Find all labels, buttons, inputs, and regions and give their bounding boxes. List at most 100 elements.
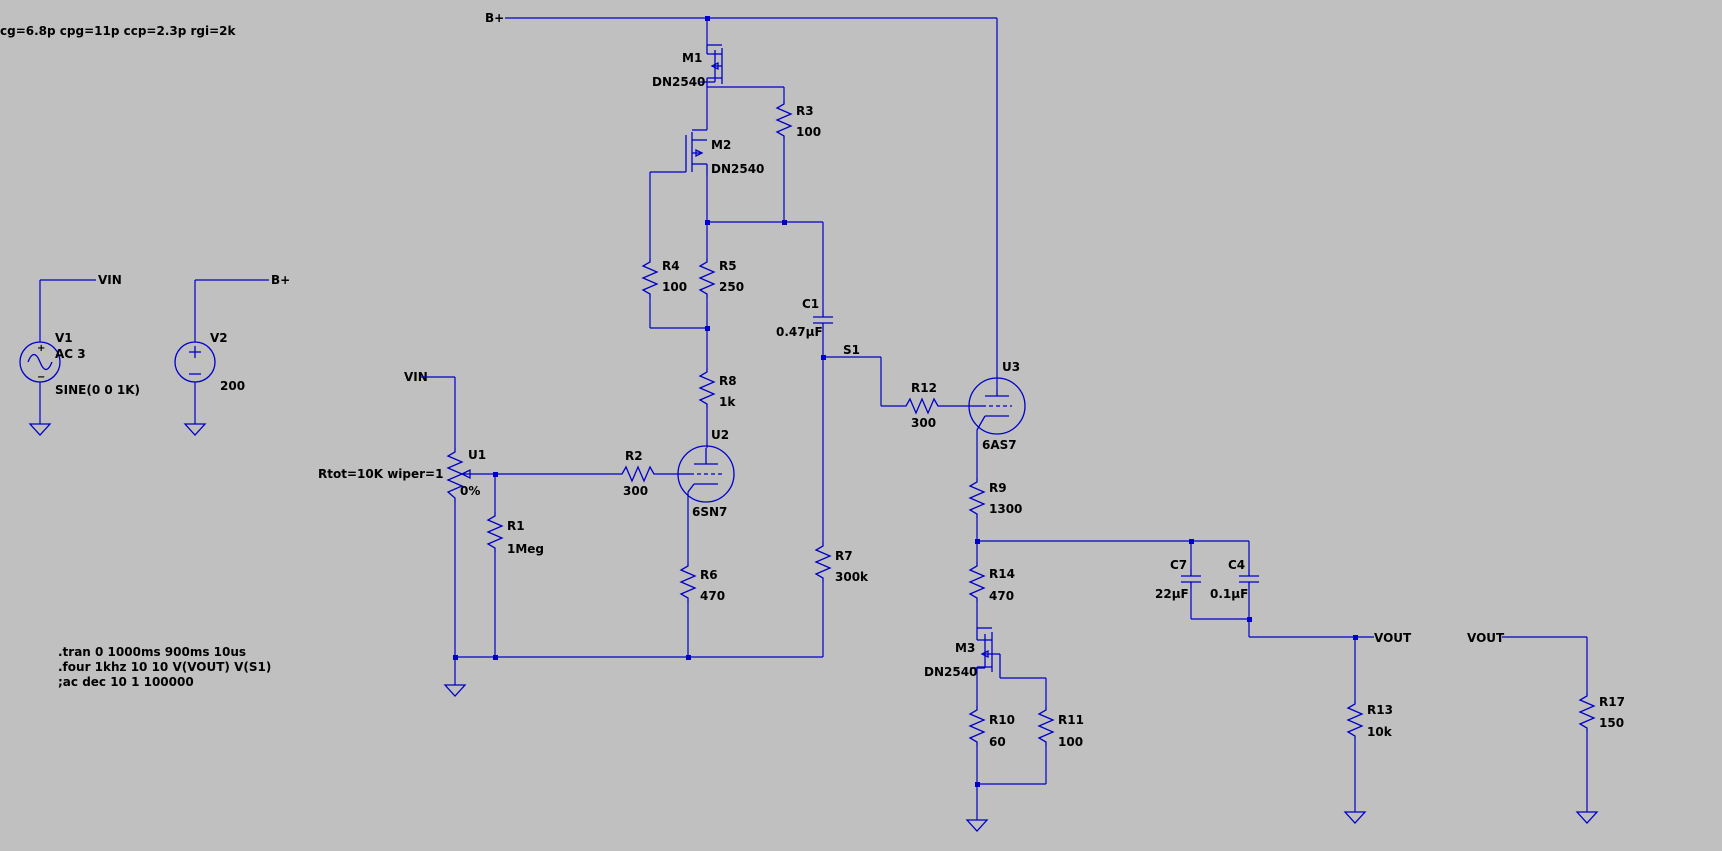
r9-value: 1300 (989, 502, 1022, 516)
mosfet-m1[interactable] (700, 44, 723, 87)
resistor-r13[interactable] (1347, 699, 1363, 741)
svg-text:+: + (37, 343, 45, 354)
capacitor-c7[interactable] (1180, 568, 1202, 590)
resistor-r6[interactable] (680, 561, 696, 603)
resistor-r9[interactable] (969, 477, 985, 519)
m2-model: DN2540 (711, 162, 764, 176)
ground-v1 (29, 423, 51, 436)
c4-name: C4 (1228, 558, 1245, 572)
voltage-source-v2[interactable] (174, 341, 216, 383)
potentiometer-u1[interactable] (446, 448, 471, 502)
c7-name: C7 (1170, 558, 1187, 572)
u1-position: 0% (460, 484, 480, 498)
net-label-bplus-v2: B+ (271, 273, 290, 287)
net-label-vout: VOUT (1374, 631, 1412, 645)
c4-value: 0.1µF (1210, 587, 1248, 601)
m2-name: M2 (711, 138, 731, 152)
r13-name: R13 (1367, 703, 1393, 717)
resistor-r17[interactable] (1579, 691, 1595, 733)
mosfet-m2[interactable] (685, 129, 708, 175)
wires (39, 17, 1588, 820)
r9-name: R9 (989, 481, 1007, 495)
r11-value: 100 (1058, 735, 1083, 749)
ground-r17 (1576, 811, 1598, 824)
resistor-r12[interactable] (901, 398, 943, 414)
r1-value: 1Meg (507, 542, 544, 556)
r2-value: 300 (623, 484, 648, 498)
c7-value: 22µF (1155, 587, 1189, 601)
r14-name: R14 (989, 567, 1015, 581)
r11-name: R11 (1058, 713, 1084, 727)
resistor-r7[interactable] (815, 541, 831, 583)
v2-value: 200 (220, 379, 245, 393)
u1-params: Rtot=10K wiper=1 (318, 467, 443, 481)
r6-name: R6 (700, 568, 718, 582)
r4-value: 100 (662, 280, 687, 294)
net-label-vin-pot: VIN (404, 370, 428, 384)
resistor-r10[interactable] (969, 705, 985, 747)
r10-value: 60 (989, 735, 1006, 749)
r13-value: 10k (1367, 725, 1393, 739)
r12-name: R12 (911, 381, 937, 395)
r8-value: 1k (719, 395, 736, 409)
resistor-r8[interactable] (699, 367, 715, 409)
v1-value: AC 3 (55, 347, 86, 361)
ground-v2 (184, 423, 206, 436)
resistor-r1[interactable] (487, 511, 503, 553)
resistor-r11[interactable] (1038, 705, 1054, 747)
resistor-r2[interactable] (617, 466, 659, 482)
resistor-r3[interactable] (776, 99, 792, 141)
r6-value: 470 (700, 589, 725, 603)
r17-name: R17 (1599, 695, 1625, 709)
u1-name: U1 (468, 448, 486, 462)
net-label-vout-load: VOUT (1467, 631, 1505, 645)
spice-tran-directive: .tran 0 1000ms 900ms 10us (58, 645, 246, 659)
model-directive: cg=6.8p cpg=11p ccp=2.3p rgi=2k (0, 24, 237, 38)
r17-value: 150 (1599, 716, 1624, 730)
m1-model: DN2540 (652, 75, 705, 89)
r5-value: 250 (719, 280, 744, 294)
c1-name: C1 (802, 297, 819, 311)
r7-value: 300k (835, 570, 869, 584)
ground-m3 (966, 819, 988, 832)
m3-name: M3 (955, 641, 975, 655)
r1-name: R1 (507, 519, 525, 533)
triode-u2[interactable] (676, 445, 735, 503)
r5-name: R5 (719, 259, 737, 273)
r14-value: 470 (989, 589, 1014, 603)
c1-value: 0.47µF (776, 325, 823, 339)
resistor-r5[interactable] (699, 257, 715, 299)
m1-name: M1 (682, 51, 702, 65)
u2-name: U2 (711, 428, 729, 442)
junction-dots (453, 16, 1358, 787)
r3-value: 100 (796, 125, 821, 139)
mosfet-m3[interactable] (970, 627, 1001, 678)
u3-model: 6AS7 (982, 438, 1017, 452)
resistor-r4[interactable] (642, 257, 658, 299)
net-label-bplus-top: B+ (485, 11, 504, 25)
net-label-vin-v1: VIN (98, 273, 122, 287)
u3-name: U3 (1002, 360, 1020, 374)
r8-name: R8 (719, 374, 737, 388)
r3-name: R3 (796, 104, 814, 118)
u2-model: 6SN7 (692, 505, 727, 519)
voltage-source-v1[interactable]: + − (19, 341, 61, 383)
capacitor-c4[interactable] (1238, 568, 1260, 590)
r10-name: R10 (989, 713, 1015, 727)
v1-function: SINE(0 0 1K) (55, 383, 140, 397)
spice-four-directive: .four 1khz 10 10 V(VOUT) V(S1) (58, 660, 271, 674)
r12-value: 300 (911, 416, 936, 430)
net-label-s1: S1 (843, 343, 860, 357)
r7-name: R7 (835, 549, 853, 563)
resistor-r14[interactable] (969, 561, 985, 603)
v2-name: V2 (210, 331, 228, 345)
triode-u3[interactable] (968, 377, 1026, 435)
v1-name: V1 (55, 331, 73, 345)
ground-r13 (1344, 811, 1366, 824)
svg-text:−: − (37, 372, 45, 383)
ground-pot (444, 684, 466, 697)
spice-ac-directive: ;ac dec 10 1 100000 (58, 675, 194, 689)
m3-model: DN2540 (924, 665, 977, 679)
r2-name: R2 (625, 449, 643, 463)
